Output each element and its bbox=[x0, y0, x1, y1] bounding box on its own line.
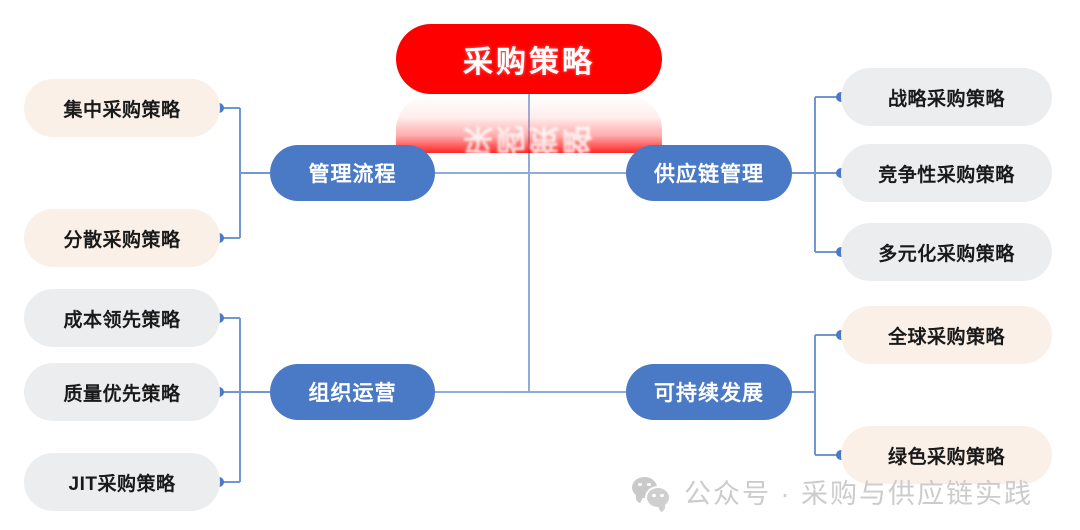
watermark: 公众号 · 采购与供应链实践 bbox=[632, 472, 1033, 511]
branch-node-label: 供应链管理 bbox=[654, 163, 764, 186]
leaf-node-competitive-purchasing[interactable]: 竞争性采购策略 bbox=[841, 144, 1052, 202]
leaf-node-label: 绿色采购策略 bbox=[887, 446, 1005, 468]
leaf-node-quality-first[interactable]: 质量优先策略 bbox=[24, 363, 220, 421]
root-node-purchasing-strategy[interactable]: 采购策略 bbox=[396, 24, 662, 94]
branch-node-label: 可持续发展 bbox=[654, 382, 764, 405]
leaf-node-cost-leadership[interactable]: 成本领先策略 bbox=[24, 289, 220, 347]
branch-node-management-process[interactable]: 管理流程 bbox=[270, 145, 435, 201]
root-node-label: 采购策略 bbox=[463, 46, 595, 79]
leaf-node-label: 多元化采购策略 bbox=[878, 243, 1015, 265]
leaf-node-label: 全球采购策略 bbox=[887, 326, 1005, 348]
root-node-reflection-label: 采购策略 bbox=[463, 122, 595, 155]
branch-node-label: 组织运营 bbox=[308, 382, 397, 405]
leaf-node-jit-purchasing[interactable]: JIT采购策略 bbox=[24, 453, 220, 511]
leaf-node-label: 集中采购策略 bbox=[63, 99, 181, 121]
wechat-icon bbox=[632, 476, 672, 509]
branch-node-sustainable-development[interactable]: 可持续发展 bbox=[626, 364, 792, 420]
leaf-node-label: 战略采购策略 bbox=[887, 88, 1005, 110]
leaf-node-centralized-purchasing[interactable]: 集中采购策略 bbox=[24, 79, 220, 137]
leaf-node-strategic-purchasing[interactable]: 战略采购策略 bbox=[841, 68, 1052, 126]
root-node-wrapper: 采购策略 采购策略 bbox=[396, 24, 662, 155]
branch-node-supply-chain-management[interactable]: 供应链管理 bbox=[626, 145, 792, 201]
leaf-node-label: JIT采购策略 bbox=[68, 473, 176, 495]
leaf-node-label: 分散采购策略 bbox=[63, 229, 181, 251]
watermark-text: 公众号 · 采购与供应链实践 bbox=[684, 479, 1033, 509]
leaf-node-label: 竞争性采购策略 bbox=[878, 164, 1015, 186]
leaf-node-decentralized-purchasing[interactable]: 分散采购策略 bbox=[24, 209, 220, 267]
leaf-node-green-purchasing[interactable]: 绿色采购策略 bbox=[841, 426, 1052, 484]
branch-node-organization-operations[interactable]: 组织运营 bbox=[270, 364, 435, 420]
leaf-node-label: 成本领先策略 bbox=[63, 309, 181, 331]
branch-node-label: 管理流程 bbox=[308, 163, 397, 186]
leaf-node-label: 质量优先策略 bbox=[63, 383, 181, 405]
leaf-node-diversified-purchasing[interactable]: 多元化采购策略 bbox=[841, 223, 1052, 281]
root-node-reflection bbox=[396, 95, 662, 153]
leaf-node-global-purchasing[interactable]: 全球采购策略 bbox=[841, 306, 1052, 364]
